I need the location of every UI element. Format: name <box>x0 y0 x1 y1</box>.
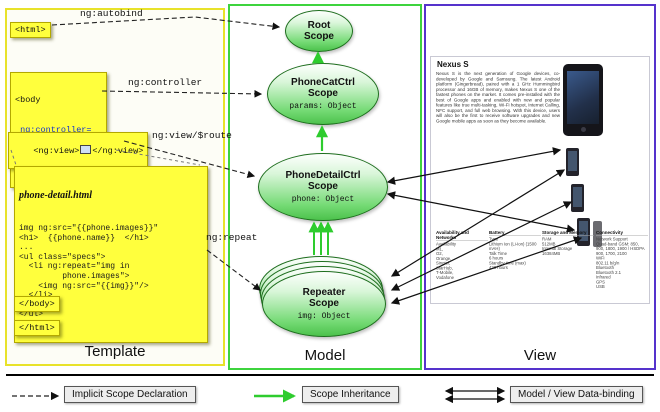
phone-detail-filename: phone-detail.html <box>19 190 93 201</box>
phone-description-text: Nexus S is the next generation of Google… <box>436 71 560 124</box>
spec-column-connectivity: Connectivity Network Support Quad-band G… <box>596 230 648 300</box>
root-scope-name-1: Root <box>307 20 331 31</box>
ng-autobind-label: ng:autobind <box>80 8 143 19</box>
legend-data-binding: Model / View Data-binding <box>510 386 643 403</box>
legend-separator-line <box>6 374 654 376</box>
phone-thumbnail-3-screen <box>579 221 588 241</box>
ng-view-tag-box: <ng:view> </ng:view> <box>8 132 149 169</box>
phone-description-block: Nexus S is the next generation of Google… <box>436 71 560 151</box>
html-open-tag-box: <html> <box>10 22 51 38</box>
phone-detail-code: img ng:src="{{phone.images}}" <h1> {{pho… <box>19 224 159 320</box>
repeater-scope-name-2: Scope <box>308 298 339 309</box>
phone-main-image <box>563 64 603 136</box>
spec-rows-connectivity: Network Support Quad-band GSM: 850, 900,… <box>596 236 645 289</box>
repeater-scope-ellipse: Repeater Scope img: Object <box>262 271 386 337</box>
phone-thumbnail-2 <box>571 184 584 212</box>
ng-view-close-tag: </ng:view> <box>92 146 144 156</box>
ng-controller-label: ng:controller <box>128 77 203 88</box>
spec-header-battery: Battery <box>489 230 541 236</box>
phonedetailctrl-scope-name-2: Scope <box>307 181 338 192</box>
legend-scope-inheritance: Scope Inheritance <box>302 386 399 403</box>
controller-attr-line: ng:controller= <box>15 125 92 135</box>
spec-rows-availability: Availability M1, O2, Orange, Singtel, St… <box>436 241 457 280</box>
phonedetailctrl-scope-name-1: PhoneDetailCtrl <box>285 170 361 181</box>
phone-page-title: Nexus S <box>437 60 469 69</box>
phonedetailctrl-scope-ellipse: PhoneDetailCtrl Scope phone: Object <box>258 153 388 221</box>
template-panel-label: Template <box>84 343 146 360</box>
view-panel-label: View <box>523 347 557 364</box>
body-close-tag-box: </body> <box>14 296 60 312</box>
view-placeholder-icon <box>80 145 92 154</box>
ng-view-route-label: ng:view/$route <box>152 130 232 141</box>
root-scope-ellipse: Root Scope <box>285 10 353 52</box>
spec-header-connectivity: Connectivity <box>596 230 648 236</box>
ng-repeat-label: ng:repeat <box>206 232 258 243</box>
phone-thumbnail-1-screen <box>568 151 577 171</box>
repeater-scope-name-1: Repeater <box>302 287 346 298</box>
spec-rows-storage: RAM 512MB Internal Storage 16384MB <box>542 236 573 256</box>
legend-implicit-scope: Implicit Scope Declaration <box>64 386 196 403</box>
spec-header-storage: Storage and Memory <box>542 230 594 236</box>
phone-thumbnail-1 <box>566 148 579 176</box>
spec-header-availability: Availability and Networks <box>436 230 488 241</box>
root-scope-name-2: Scope <box>303 31 334 42</box>
spec-column-battery: Battery Type Lithium Ion (Li-Ion) (1500 … <box>489 230 541 300</box>
spec-rows-battery: Type Lithium Ion (Li-Ion) (1500 mAH) Tal… <box>489 236 537 270</box>
phonecatctrl-scope-name-2: Scope <box>307 88 338 99</box>
spec-column-storage: Storage and Memory RAM 512MB Internal St… <box>542 230 594 300</box>
phone-detail-template-box: phone-detail.html img ng:src="{{phone.im… <box>14 166 208 343</box>
phonecatctrl-scope-prop: params: Object <box>289 102 357 111</box>
model-panel-label: Model <box>304 347 346 364</box>
html-close-tag-box: </html> <box>14 320 60 336</box>
phone-thumbnail-flip <box>593 221 602 247</box>
phonedetailctrl-scope-prop: phone: Object <box>291 195 355 204</box>
phone-home-button <box>581 127 586 132</box>
phonecatctrl-scope-name-1: PhoneCatCtrl <box>291 77 355 88</box>
spec-column-availability: Availability and Networks Availability M… <box>436 230 488 300</box>
phone-screen <box>567 71 599 124</box>
phone-thumbnail-2-screen <box>573 187 582 207</box>
body-tag-line: <body <box>15 95 41 105</box>
ng-view-open-tag: <ng:view> <box>33 146 80 156</box>
phonecatctrl-scope-ellipse: PhoneCatCtrl Scope params: Object <box>267 63 379 125</box>
repeater-scope-prop: img: Object <box>297 312 351 321</box>
